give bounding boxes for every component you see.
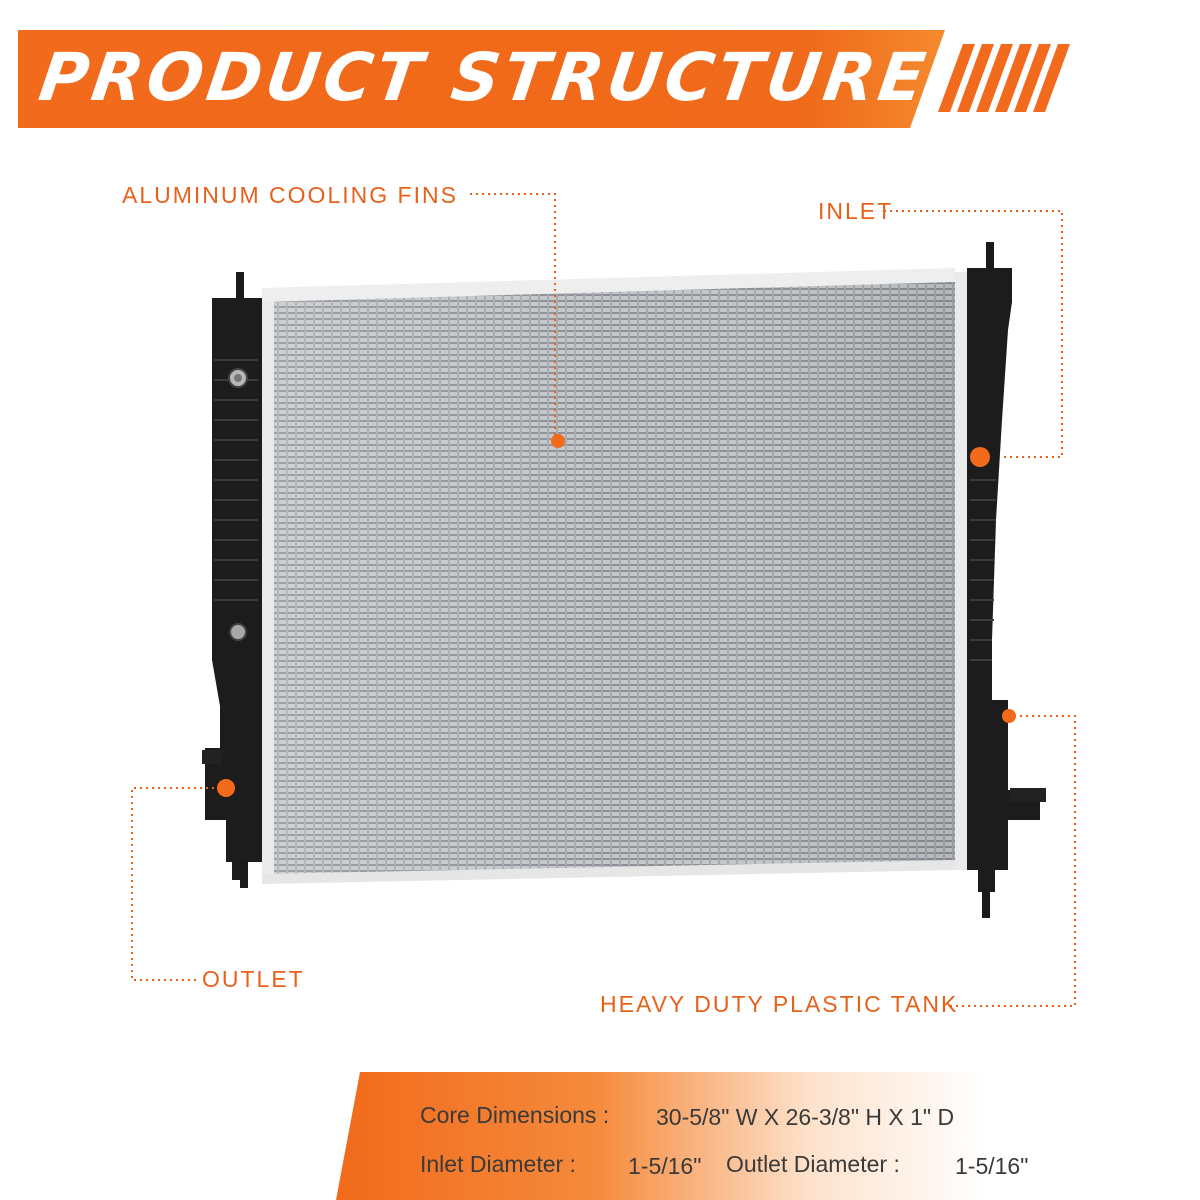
outlet-callout-line [131, 787, 222, 981]
spec-inlet-value: 1-5/16" [628, 1153, 702, 1179]
header-stripes-icon [938, 44, 1070, 112]
label-outlet: OUTLET [202, 966, 305, 992]
spec-core-label: Core Dimensions : [420, 1102, 610, 1128]
page-title: PRODUCT STRUCTURE [34, 39, 934, 116]
tank-callout-line [950, 715, 1076, 1007]
label-heavy-duty-plastic-tank: HEAVY DUTY PLASTIC TANK [600, 991, 959, 1017]
label-aluminum-cooling-fins: ALUMINUM COOLING FINS [122, 182, 458, 208]
inlet-dot-icon [970, 447, 990, 467]
spec-outlet-value: 1-5/16" [955, 1153, 1029, 1179]
inlet-callout-line [884, 210, 1063, 458]
tank-dot-icon [1002, 709, 1016, 723]
outlet-dot-icon [217, 779, 235, 797]
core-bottom-rail [262, 860, 955, 884]
spec-outlet-label: Outlet Diameter : [726, 1151, 900, 1177]
fins-callout-line [470, 193, 556, 440]
left-plastic-tank [202, 272, 262, 888]
spec-inlet-label: Inlet Diameter : [420, 1151, 576, 1177]
fins-dot-icon [551, 434, 565, 448]
core-top-rail [262, 268, 955, 302]
right-plastic-tank [967, 242, 1046, 918]
spec-core-value: 30-5/8" W X 26-3/8" H X 1" D [656, 1104, 955, 1130]
core-shading [274, 276, 955, 878]
spec-bar [336, 1072, 1200, 1200]
header-banner [18, 30, 945, 128]
left-header-plate [262, 296, 274, 878]
callout-lines [131, 193, 1076, 1007]
right-header-plate [955, 272, 967, 870]
label-inlet: INLET [818, 198, 894, 224]
